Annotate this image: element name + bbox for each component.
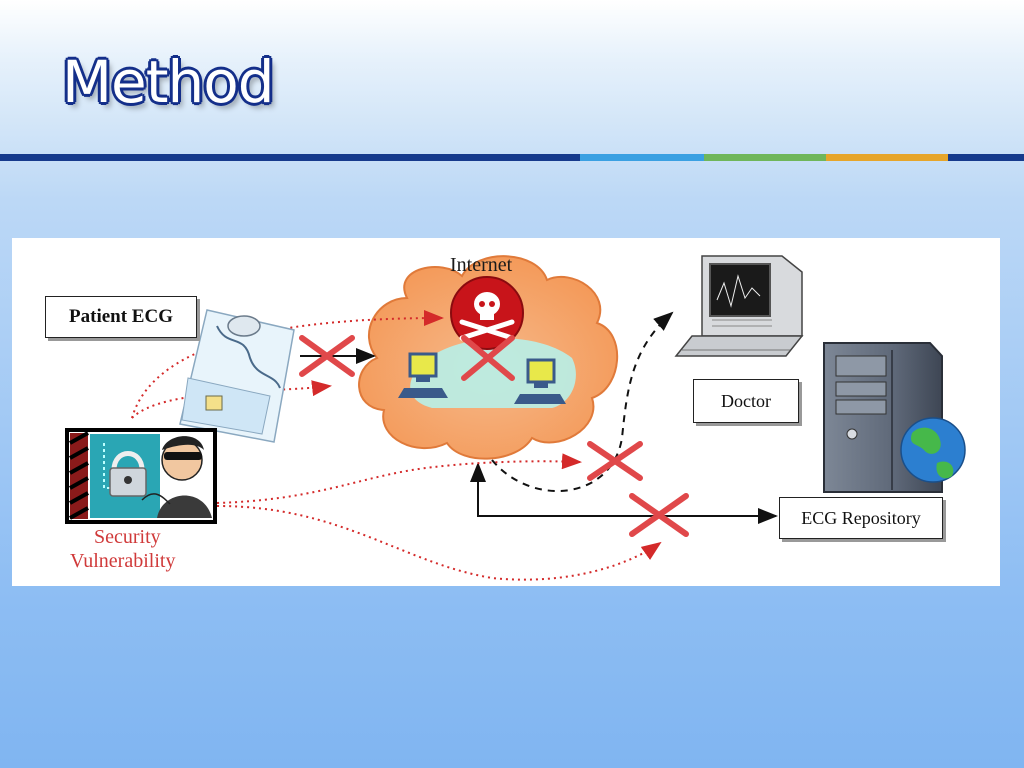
block-cross-icon bbox=[587, 441, 643, 481]
diagram-panel: Patient ECG Internet Doctor ECG Reposito… bbox=[12, 238, 1000, 586]
security-label-line2: Vulnerability bbox=[70, 550, 176, 572]
doctor-monitor-icon bbox=[674, 255, 804, 357]
title-rule-gold bbox=[826, 154, 948, 161]
block-cross-icon bbox=[299, 335, 355, 377]
doctor-label: Doctor bbox=[721, 390, 771, 411]
diagram-graphics bbox=[65, 255, 966, 581]
internet-label: Internet bbox=[450, 254, 513, 276]
globe-icon bbox=[900, 417, 966, 483]
link-internet-to-doctor bbox=[491, 311, 674, 492]
title-rule-blue bbox=[580, 154, 704, 161]
computer-icon bbox=[398, 352, 448, 398]
ecg-repository-label: ECG Repository bbox=[801, 507, 921, 528]
patient-ecg-label: Patient ECG bbox=[69, 306, 173, 327]
hacker-icon bbox=[65, 428, 217, 524]
patient-ecg-label-box: Patient ECG bbox=[45, 296, 197, 338]
block-cross-icon bbox=[629, 493, 689, 537]
block-cross-icon bbox=[461, 335, 515, 381]
skull-icon bbox=[450, 276, 524, 350]
title-rule-main bbox=[0, 154, 580, 161]
ecg-document-icon bbox=[179, 309, 295, 443]
doctor-label-box: Doctor bbox=[693, 379, 799, 423]
security-label-line1: Security bbox=[94, 526, 161, 548]
computer-icon bbox=[514, 358, 566, 404]
ecg-repository-label-box: ECG Repository bbox=[779, 497, 943, 539]
slide-title: Method bbox=[62, 48, 275, 116]
title-rule-green bbox=[704, 154, 826, 161]
title-rule-end bbox=[948, 154, 1024, 161]
